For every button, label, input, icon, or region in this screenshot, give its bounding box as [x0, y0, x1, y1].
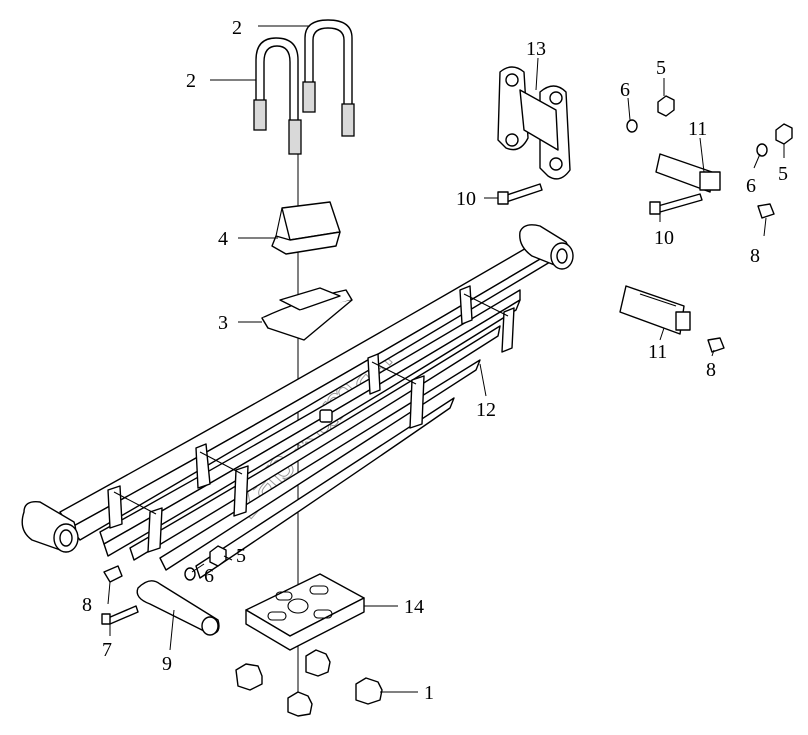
- callout-14: 14: [404, 596, 424, 618]
- spring-eye-rear: [519, 224, 574, 270]
- rebound-clip-3: [367, 353, 425, 429]
- rebound-clip-1: [107, 485, 163, 553]
- spring-pin-front: [136, 580, 220, 636]
- callout-12: 12: [476, 399, 496, 421]
- nut-upper-right: [775, 123, 793, 145]
- flange-nut-1: [235, 663, 263, 691]
- callout-2b: 2: [186, 70, 196, 92]
- callout-11a: 11: [688, 118, 707, 140]
- callout-6b: 6: [746, 175, 756, 197]
- bolt-small-front: [101, 605, 139, 625]
- grease-fitting-middle: [707, 337, 725, 353]
- flange-nut-3: [287, 691, 313, 717]
- callout-4: 4: [218, 228, 228, 250]
- callout-9: 9: [162, 653, 172, 675]
- rebound-clip-4: [459, 285, 515, 353]
- nut-upper-middle: [657, 95, 675, 117]
- grease-fitting-lower: [103, 565, 123, 583]
- washer-lower-left: [184, 567, 196, 581]
- rebound-clip-2: [195, 443, 249, 517]
- callout-10b: 10: [654, 227, 674, 249]
- callout-6c: 6: [204, 565, 214, 587]
- callout-2a: 2: [232, 17, 242, 39]
- u-bolt-front: [253, 37, 302, 155]
- nut-lower-left: [209, 545, 227, 567]
- callout-8c: 8: [706, 359, 716, 381]
- callout-5a: 5: [656, 57, 666, 79]
- shackle: [497, 66, 571, 180]
- saddle-plate: [261, 287, 353, 341]
- grease-fitting-upper: [757, 203, 775, 219]
- callout-8a: 8: [82, 594, 92, 616]
- callout-8b: 8: [750, 245, 760, 267]
- bolt-shackle-left: [497, 183, 543, 205]
- callout-7: 7: [102, 639, 112, 661]
- callout-13: 13: [526, 38, 546, 60]
- callout-5b: 5: [778, 163, 788, 185]
- callout-10a: 10: [456, 188, 476, 210]
- leader-lines: [107, 25, 785, 693]
- flange-nut-2: [305, 649, 331, 677]
- callout-11b: 11: [648, 341, 667, 363]
- callout-3: 3: [218, 312, 228, 334]
- washer-upper-middle: [626, 119, 638, 133]
- spring-pin-rear: [619, 285, 691, 335]
- leaf-spring-pack: [59, 239, 553, 579]
- flange-nut-4: [355, 677, 383, 705]
- base-plate: [245, 573, 365, 651]
- washer-upper-right: [756, 143, 768, 157]
- callout-1: 1: [424, 682, 434, 704]
- shackle-pin-upper: [655, 153, 721, 193]
- callout-6a: 6: [620, 79, 630, 101]
- u-bolt-rear: [302, 19, 355, 137]
- spring-pad: [271, 201, 341, 255]
- callout-5c: 5: [236, 545, 246, 567]
- spring-eye-front: [21, 501, 79, 553]
- bolt-shackle-right: [649, 193, 703, 215]
